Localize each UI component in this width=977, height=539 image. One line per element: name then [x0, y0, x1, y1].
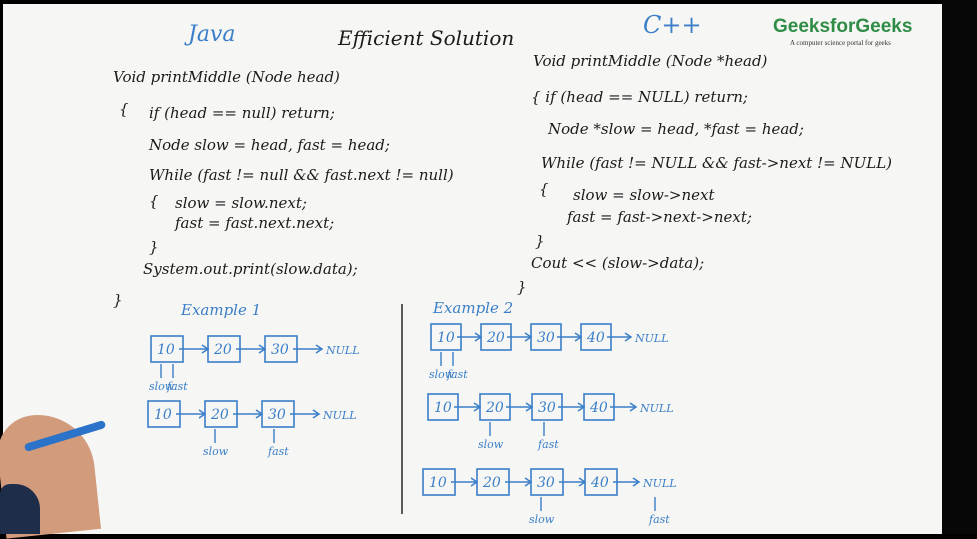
slow-label: slow [529, 513, 555, 526]
slow-label: slow [478, 438, 504, 451]
cpp-title: C++ [643, 11, 702, 39]
slow-label: slow [429, 368, 455, 381]
list-node-value: 10 [154, 407, 172, 423]
list-node-value: 20 [486, 330, 505, 346]
fast-label: fast [267, 445, 289, 458]
fast-label: fast [446, 368, 468, 381]
arrow-head [629, 402, 638, 412]
java-line-4: Node slow = head, fast = head; [149, 136, 390, 154]
main-title: Efficient Solution [338, 26, 515, 50]
cpp-line-10: } [517, 278, 527, 296]
list-node-value: 20 [213, 342, 232, 358]
example-1-title: Example 1 [181, 301, 262, 319]
brand-tagline: A computer science portal for geeks [790, 39, 891, 47]
whiteboard: Java Efficient Solution C++ GeeksforGeek… [0, 4, 942, 539]
cpp-line-2: { if (head == NULL) return; [531, 88, 748, 106]
example-2-title: Example 2 [433, 299, 514, 317]
list-node-value: 10 [434, 400, 452, 416]
fast-label: fast [166, 380, 188, 393]
list-node-value: 40 [586, 330, 605, 346]
null-terminator: NULL [322, 409, 357, 422]
list-node-value: 20 [485, 400, 504, 416]
arrow-head [624, 332, 633, 342]
list-node-value: 30 [271, 342, 289, 358]
null-terminator: NULL [639, 402, 674, 415]
list-node-value: 10 [429, 475, 447, 491]
list-node-value: 30 [537, 330, 555, 346]
java-line-11: } [113, 291, 123, 309]
null-terminator: NULL [642, 477, 677, 490]
list-node-value: 10 [157, 342, 175, 358]
java-line-2: { [119, 100, 129, 118]
list-node-value: 30 [268, 407, 286, 423]
list-node-value: 10 [437, 330, 455, 346]
cpp-line-1: Void printMiddle (Node *head) [533, 52, 768, 70]
presenter-sleeve [0, 484, 40, 534]
brand-logo: GeeksforGeeks [773, 16, 913, 37]
divider [401, 304, 403, 514]
list-node-value: 30 [537, 475, 555, 491]
arrow-head [632, 477, 641, 487]
list-node-value: 40 [590, 475, 609, 491]
list-node-value: 30 [538, 400, 556, 416]
slow-label: slow [203, 445, 229, 458]
java-line-5: While (fast != null && fast.next != null… [149, 166, 454, 184]
fast-label: fast [648, 513, 670, 526]
java-line-6: { [149, 192, 159, 210]
arrow-head [315, 344, 324, 354]
video-side-bar [942, 0, 977, 534]
cpp-line-4: While (fast != NULL && fast->next != NUL… [541, 154, 893, 172]
java-line-10: System.out.print(slow.data); [143, 260, 358, 278]
slow-label: slow [149, 380, 175, 393]
java-line-8: fast = fast.next.next; [175, 214, 335, 232]
cpp-line-8: } [535, 232, 545, 250]
cpp-line-7: fast = fast->next->next; [567, 208, 752, 226]
list-node-value: 20 [210, 407, 229, 423]
null-terminator: NULL [325, 344, 360, 357]
java-title: Java [188, 22, 236, 47]
java-line-9: } [149, 238, 159, 256]
java-line-3: if (head == null) return; [149, 104, 335, 122]
cpp-line-9: Cout << (slow->data); [531, 254, 705, 272]
cpp-line-6: slow = slow->next [573, 186, 715, 204]
null-terminator: NULL [634, 332, 669, 345]
java-line-7: slow = slow.next; [175, 194, 307, 212]
fast-label: fast [537, 438, 559, 451]
java-line-1: Void printMiddle (Node head) [113, 68, 340, 86]
list-node-value: 20 [482, 475, 501, 491]
arrow-head [312, 409, 321, 419]
cpp-line-3: Node *slow = head, *fast = head; [548, 120, 804, 138]
cpp-line-5: { [539, 180, 549, 198]
list-node-value: 40 [589, 400, 608, 416]
